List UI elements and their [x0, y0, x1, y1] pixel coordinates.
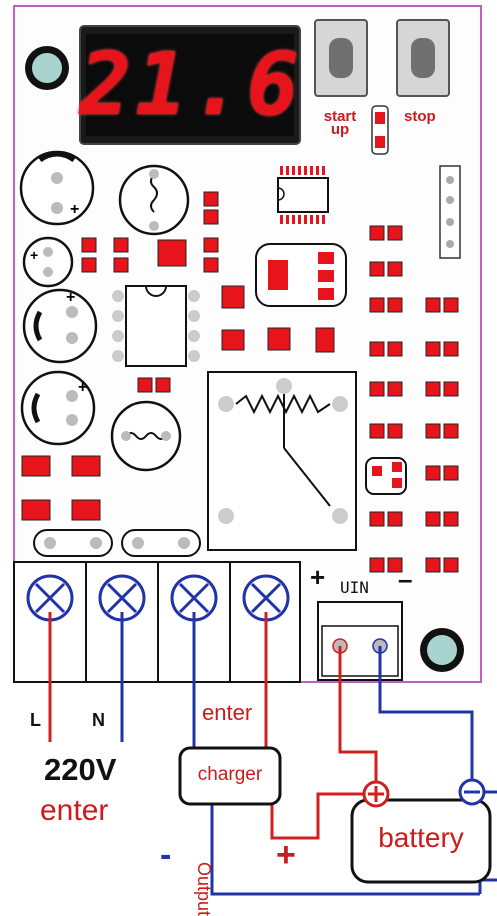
- wire-charger-out-plus: [270, 792, 376, 840]
- svg-text:+: +: [30, 247, 38, 263]
- mount-hole-top-left: [25, 46, 69, 90]
- battery-box: [350, 798, 492, 884]
- battery-plus-terminal: [362, 780, 390, 808]
- regulator-dpak: [255, 243, 347, 307]
- charger-box: [178, 746, 282, 806]
- charger-minus-label: -: [160, 836, 172, 874]
- wire-n-label: N: [92, 710, 105, 730]
- stop-button-label: stop: [404, 108, 436, 125]
- voltage-label: 220V: [44, 752, 117, 787]
- charger-plus-label: +: [276, 836, 296, 874]
- start-button[interactable]: [314, 19, 368, 97]
- uin-label: UIN: [340, 578, 369, 597]
- pin-header: [439, 165, 461, 259]
- svg-text:+: +: [78, 379, 87, 396]
- battery-label: battery: [378, 822, 464, 853]
- ic-smd-soic: [277, 166, 329, 224]
- wire-l-label: L: [30, 710, 41, 730]
- start-button-label: start up: [318, 108, 362, 138]
- uin-plus-label: +: [310, 562, 326, 592]
- start-button-label-line1: start: [323, 108, 357, 125]
- led-display-window: [86, 34, 294, 136]
- capacitor-c2: +: [22, 236, 74, 288]
- svg-text:+: +: [70, 201, 79, 218]
- charger-enter-label: enter: [202, 700, 253, 725]
- wire-charger-out-minus: [210, 802, 480, 896]
- capacitor-c1: +: [19, 150, 95, 226]
- component-fuse-top: [118, 164, 190, 236]
- terminal-screw-l: [26, 574, 74, 622]
- stop-button[interactable]: [396, 19, 450, 97]
- terminal-screw-4: [242, 574, 290, 622]
- axial-parts: [33, 529, 201, 557]
- smd-diodes: [21, 239, 245, 521]
- charger-label: charger: [197, 764, 263, 785]
- mount-hole-right: [420, 628, 464, 672]
- svg-text:+: +: [66, 289, 75, 306]
- wire-uin-minus: [378, 646, 474, 792]
- output-label: Output: [194, 862, 214, 916]
- terminal-screw-3: [170, 574, 218, 622]
- ac-enter-label: enter: [40, 794, 109, 827]
- relay: [207, 371, 357, 551]
- capacitor-c3: +: [22, 288, 98, 364]
- wire-uin-plus: [338, 646, 378, 794]
- indicator-led: [371, 105, 389, 155]
- smd-resistors: [81, 191, 459, 573]
- battery-minus-terminal: [458, 778, 486, 806]
- transistor-sot23: [365, 457, 407, 495]
- component-varistor: [110, 400, 182, 472]
- uin-minus-label: –: [398, 564, 413, 594]
- start-button-label-line2: up: [330, 121, 350, 138]
- ic-dip8: [112, 285, 200, 367]
- temperature-readout: 21.6: [79, 35, 303, 135]
- uin-connector: [317, 601, 403, 681]
- capacitor-c4: +: [20, 370, 96, 446]
